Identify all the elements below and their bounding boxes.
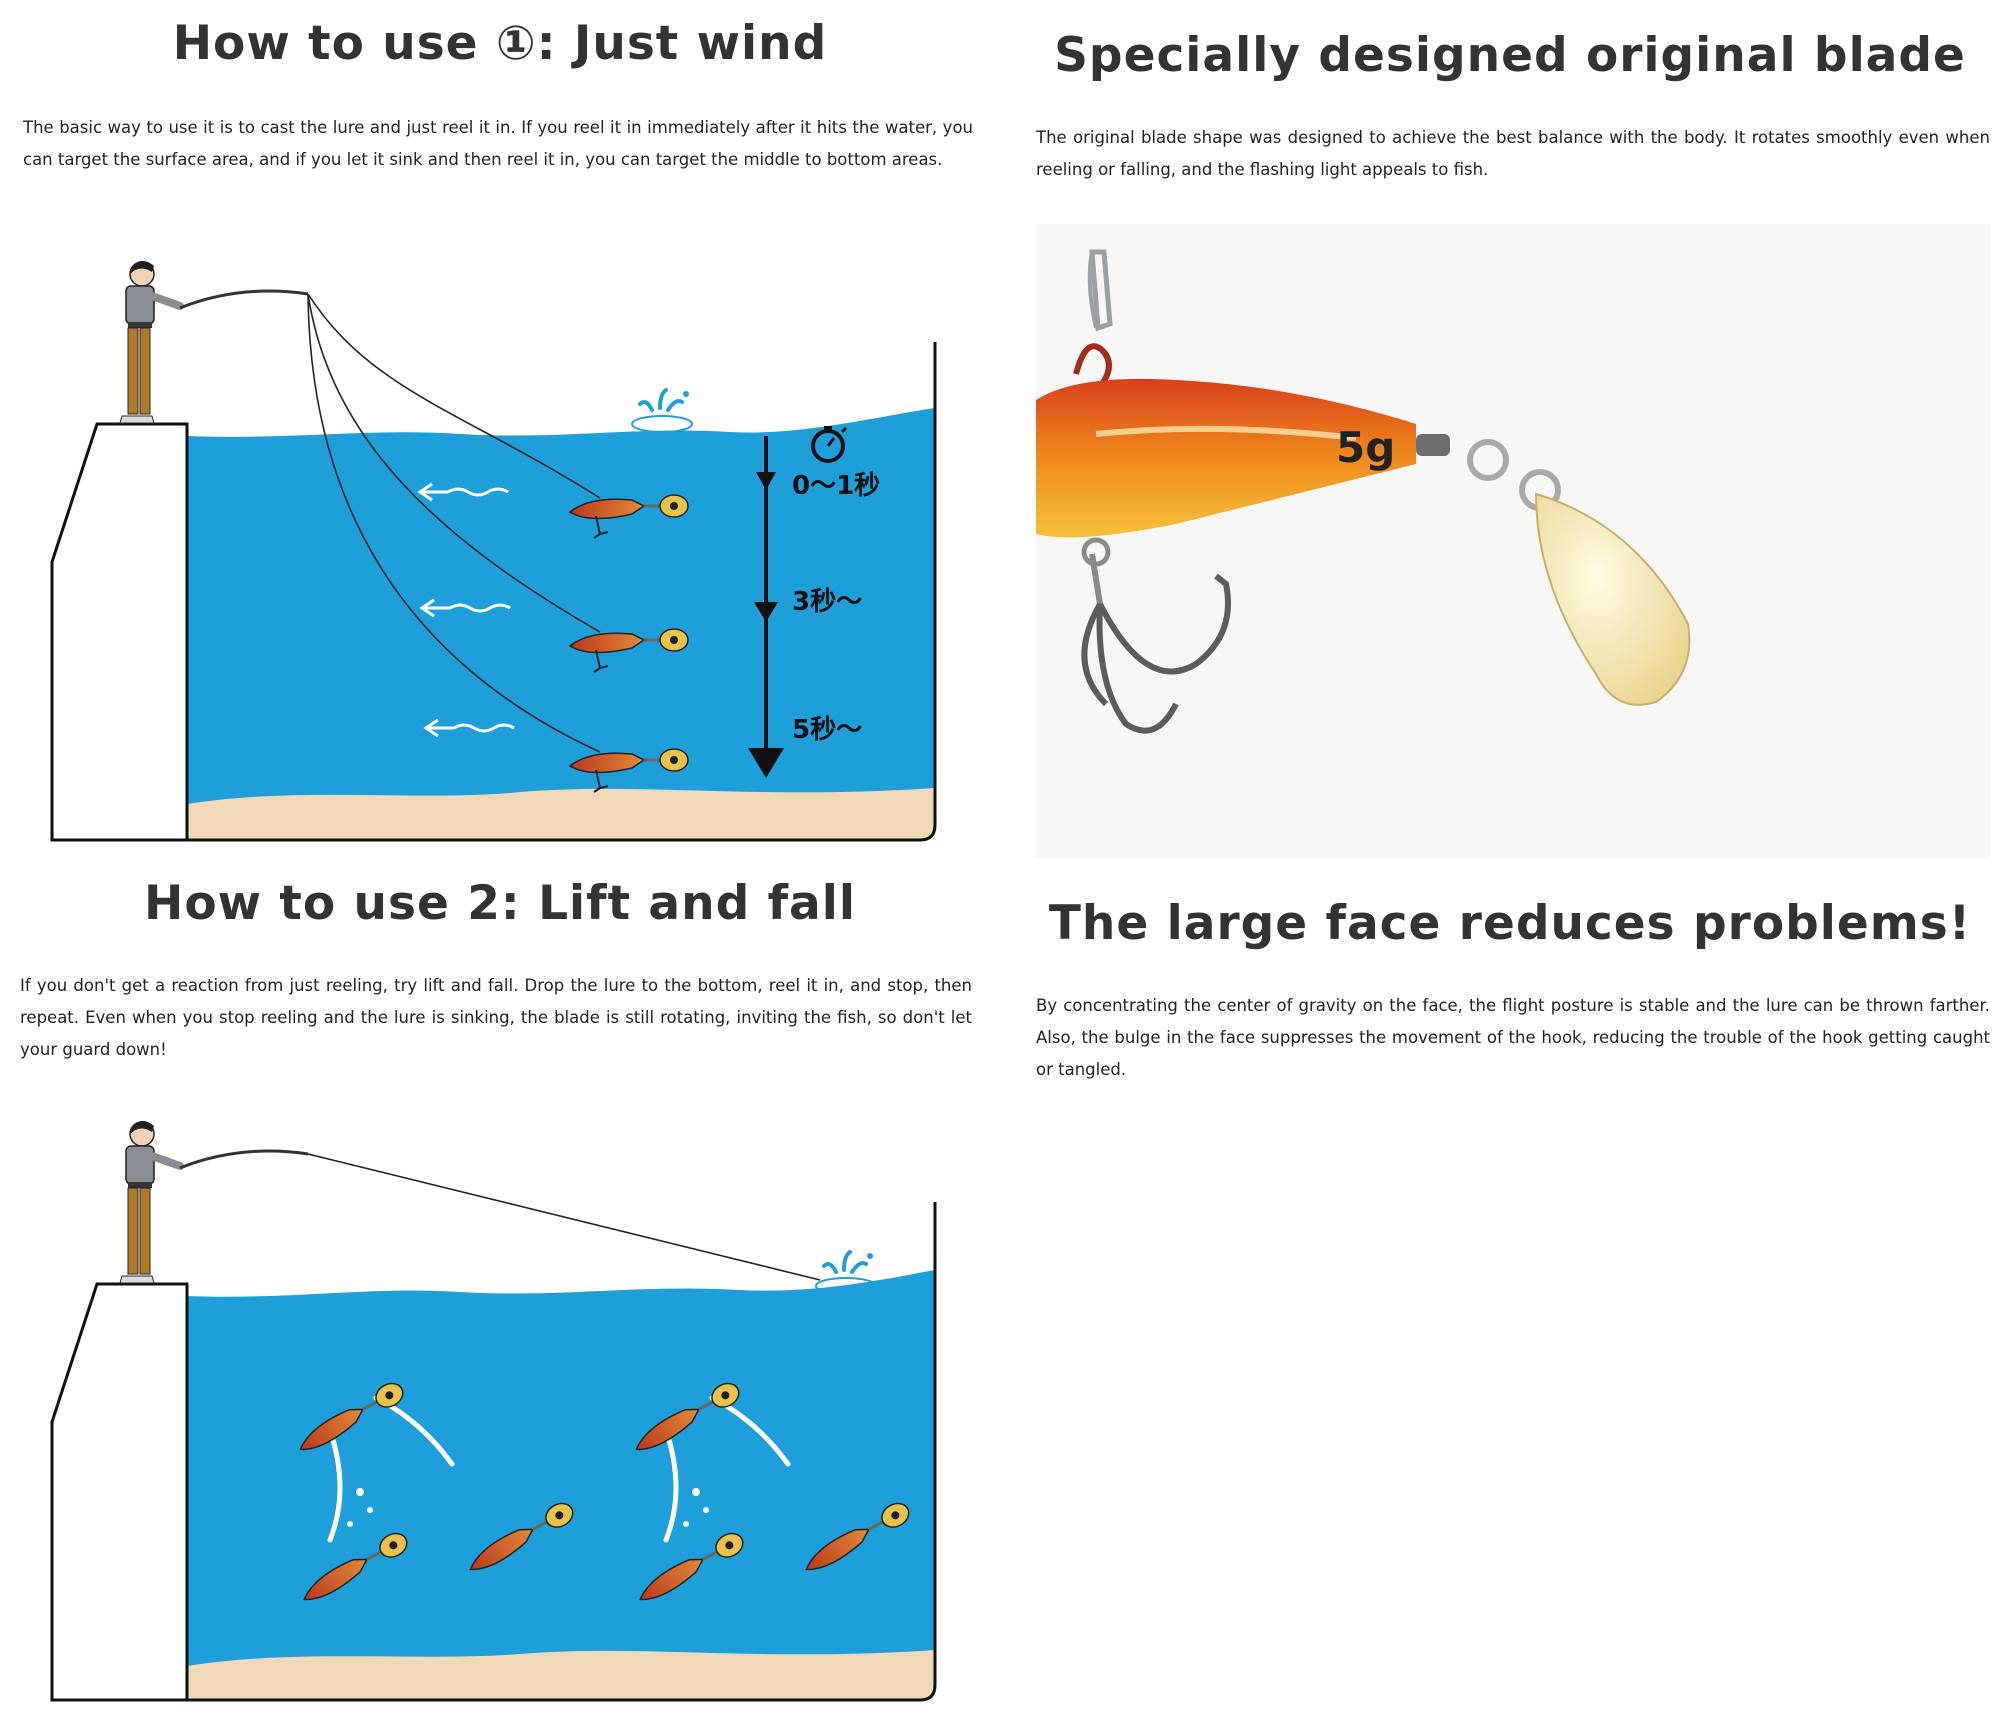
paragraph-large-face: By concentrating the center of gravity o… bbox=[1036, 996, 1990, 1079]
heading-just-wind: How to use ①: Just wind bbox=[172, 16, 828, 71]
splash-icon bbox=[631, 388, 693, 433]
lure-icon bbox=[568, 748, 689, 793]
depth-mark-1: 3秒〜 bbox=[792, 587, 862, 617]
diagram-lift-fall bbox=[40, 1100, 960, 1710]
lure-icon bbox=[639, 1532, 744, 1601]
depth-mark-0: 0〜1秒 bbox=[792, 471, 880, 501]
angler-figure bbox=[119, 1120, 184, 1284]
lure-photo: 5g bbox=[1036, 224, 1990, 858]
heading-lift-fall: How to use 2: Lift and fall bbox=[144, 876, 856, 931]
lure-icon bbox=[805, 1502, 910, 1571]
lure-icon bbox=[299, 1382, 404, 1451]
splash-icon bbox=[815, 1250, 877, 1295]
depth-axis bbox=[748, 436, 784, 778]
current-arrow-icon bbox=[417, 482, 515, 738]
weight-label: 5g bbox=[1336, 423, 1395, 472]
lure-icon bbox=[568, 494, 689, 539]
paragraph-just-wind: The basic way to use it is to cast the l… bbox=[23, 118, 973, 169]
angler-figure bbox=[119, 260, 184, 424]
paragraph-blade: The original blade shape was designed to… bbox=[1036, 128, 1990, 179]
heading-large-face: The large face reduces problems! bbox=[1048, 896, 1972, 951]
lure-icon bbox=[469, 1502, 574, 1571]
paragraph-lift-fall: If you don't get a reaction from just re… bbox=[20, 976, 972, 1059]
heading-blade: Specially designed original blade bbox=[1054, 28, 1966, 83]
lure-icon bbox=[568, 628, 689, 673]
diagram-just-wind: 0〜1秒 3秒〜 5秒〜 bbox=[40, 240, 960, 850]
lure-icon bbox=[303, 1532, 408, 1601]
depth-mark-2: 5秒〜 bbox=[792, 715, 862, 745]
lure-icon bbox=[635, 1382, 740, 1451]
stopwatch-icon bbox=[811, 426, 848, 463]
